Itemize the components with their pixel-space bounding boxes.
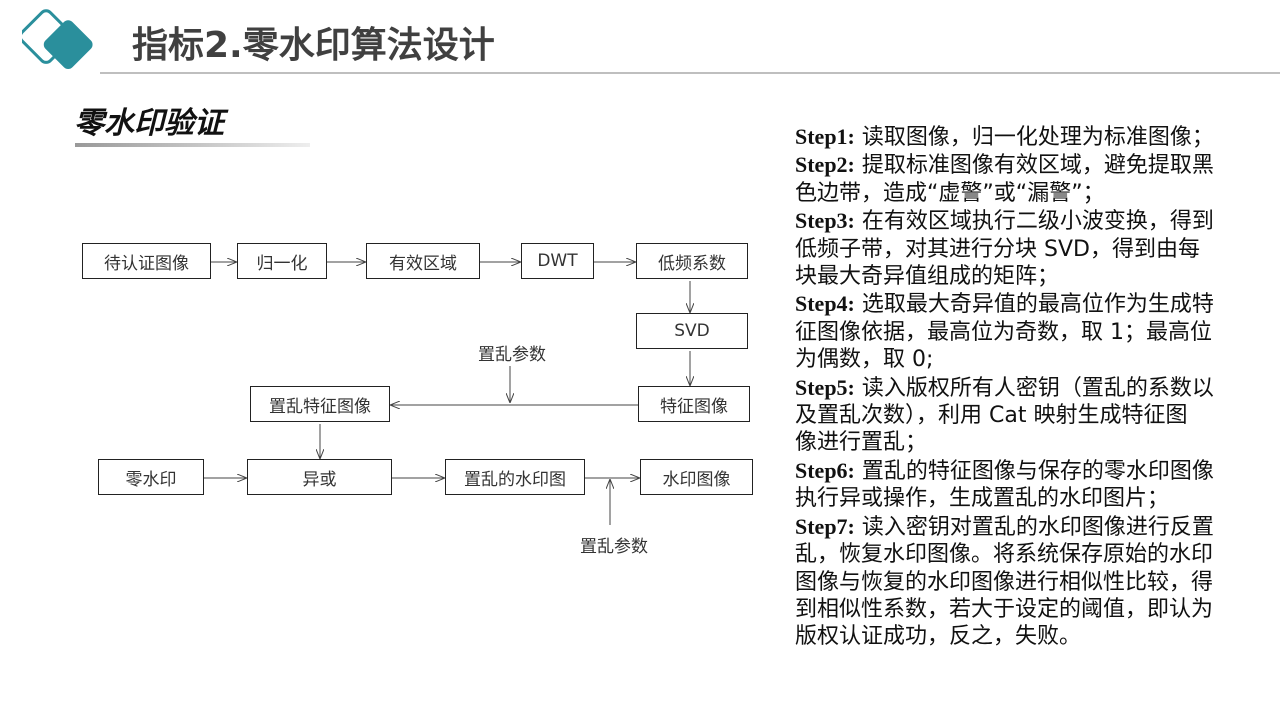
step-text: 选取最大奇异值的最高位作为生成特 — [854, 292, 1214, 318]
step-line: Step5: 读入版权所有人密钥（置乱的系数以 — [795, 374, 1265, 402]
section-underline — [75, 143, 310, 147]
step-list: Step1: 读取图像，归一化处理为标准图像；Step2: 提取标准图像有效区域… — [795, 123, 1265, 651]
page-title: 指标2.零水印算法设计 — [132, 25, 495, 66]
step-text: 读入密钥对置乱的水印图像进行反置 — [854, 514, 1214, 540]
step-label: Step3: — [795, 208, 855, 234]
node-valid-region: 有效区域 — [366, 243, 480, 279]
step-text: 执行异或操作，生成置乱的水印图片； — [795, 486, 1170, 512]
node-zero-watermark: 零水印 — [98, 459, 204, 495]
step-line: 到相似性系数，若大于设定的阈值，即认为 — [795, 596, 1265, 623]
step-text: 块最大奇异值组成的矩阵； — [795, 264, 1060, 290]
step-line: 为偶数，取 0; — [795, 346, 1265, 373]
step-line: 执行异或操作，生成置乱的水印图片； — [795, 485, 1265, 512]
title-divider — [100, 72, 1280, 74]
node-input-image: 待认证图像 — [82, 243, 211, 279]
scramble-param-label: 置乱参数 — [580, 537, 648, 557]
step-text: 乱，恢复水印图像。将系统保存原始的水印 — [795, 542, 1214, 568]
flow-arrows — [204, 0, 800, 525]
step-line: Step2: 提取标准图像有效区域，避免提取黑 — [795, 151, 1265, 179]
step-text: 版权认证成功，反之，失败。 — [795, 624, 1082, 650]
step-line: Step7: 读入密钥对置乱的水印图像进行反置 — [795, 513, 1265, 541]
step-label: Step1: — [795, 124, 855, 149]
section-title: 零水印验证 — [74, 106, 224, 141]
step-text: 为偶数，取 0; — [795, 347, 934, 373]
step-text: 置乱的特征图像与保存的零水印图像 — [854, 458, 1214, 484]
step-line: 图像与恢复的水印图像进行相似性比较，得 — [795, 569, 1265, 596]
step-line: Step1: 读取图像，归一化处理为标准图像； — [795, 123, 1265, 151]
step-text: 读取图像，归一化处理为标准图像； — [854, 125, 1214, 150]
logo-icon — [22, 9, 93, 70]
step-label: Step4: — [795, 291, 855, 317]
node-normalize: 归一化 — [237, 243, 327, 279]
step-line: Step3: 在有效区域执行二级小波变换，得到 — [795, 207, 1265, 235]
step-text: 到相似性系数，若大于设定的阈值，即认为 — [795, 596, 1214, 622]
step-line: 像进行置乱； — [795, 429, 1265, 456]
node-low-freq: 低频系数 — [636, 243, 748, 279]
step-label: Step6: — [795, 457, 855, 483]
node-watermark: 水印图像 — [640, 459, 753, 495]
step-line: Step4: 选取最大奇异值的最高位作为生成特 — [795, 290, 1265, 318]
step-line: Step6: 置乱的特征图像与保存的零水印图像 — [795, 457, 1265, 485]
step-line: 乱，恢复水印图像。将系统保存原始的水印 — [795, 541, 1265, 568]
step-line: 色边带，造成“虚警”或“漏警”； — [795, 180, 1265, 207]
node-scrambled-feature: 置乱特征图像 — [250, 386, 390, 422]
step-label: Step7: — [795, 513, 855, 539]
node-dwt: DWT — [521, 243, 594, 279]
node-xor: 异或 — [247, 459, 392, 495]
step-text: 提取标准图像有效区域，避免提取黑 — [854, 153, 1214, 179]
step-line: 块最大奇异值组成的矩阵； — [795, 263, 1265, 290]
step-text: 色边带，造成“虚警”或“漏警”； — [795, 180, 1105, 206]
step-line: 征图像依据，最高位为奇数，取 1；最高位 — [795, 319, 1265, 346]
scramble-param-label: 置乱参数 — [478, 345, 546, 365]
node-feature-image: 特征图像 — [638, 386, 750, 422]
node-svd: SVD — [636, 313, 748, 349]
step-line: 及置乱次数），利用 Cat 映射生成特征图 — [795, 402, 1265, 429]
node-scrambled-watermark: 置乱的水印图 — [445, 459, 585, 495]
step-text: 图像与恢复的水印图像进行相似性比较，得 — [795, 569, 1214, 595]
step-text: 在有效区域执行二级小波变换，得到 — [854, 209, 1214, 235]
step-text: 征图像依据，最高位为奇数，取 1；最高位 — [795, 319, 1212, 345]
step-label: Step2: — [795, 152, 855, 178]
step-text: 读入版权所有人密钥（置乱的系数以 — [854, 375, 1214, 401]
step-line: 版权认证成功，反之，失败。 — [795, 623, 1265, 650]
step-line: 低频子带，对其进行分块 SVD，得到由每 — [795, 236, 1265, 263]
step-label: Step5: — [795, 374, 855, 400]
step-text: 像进行置乱； — [795, 430, 928, 456]
step-text: 低频子带，对其进行分块 SVD，得到由每 — [795, 236, 1200, 262]
step-text: 及置乱次数），利用 Cat 映射生成特征图 — [795, 403, 1188, 429]
